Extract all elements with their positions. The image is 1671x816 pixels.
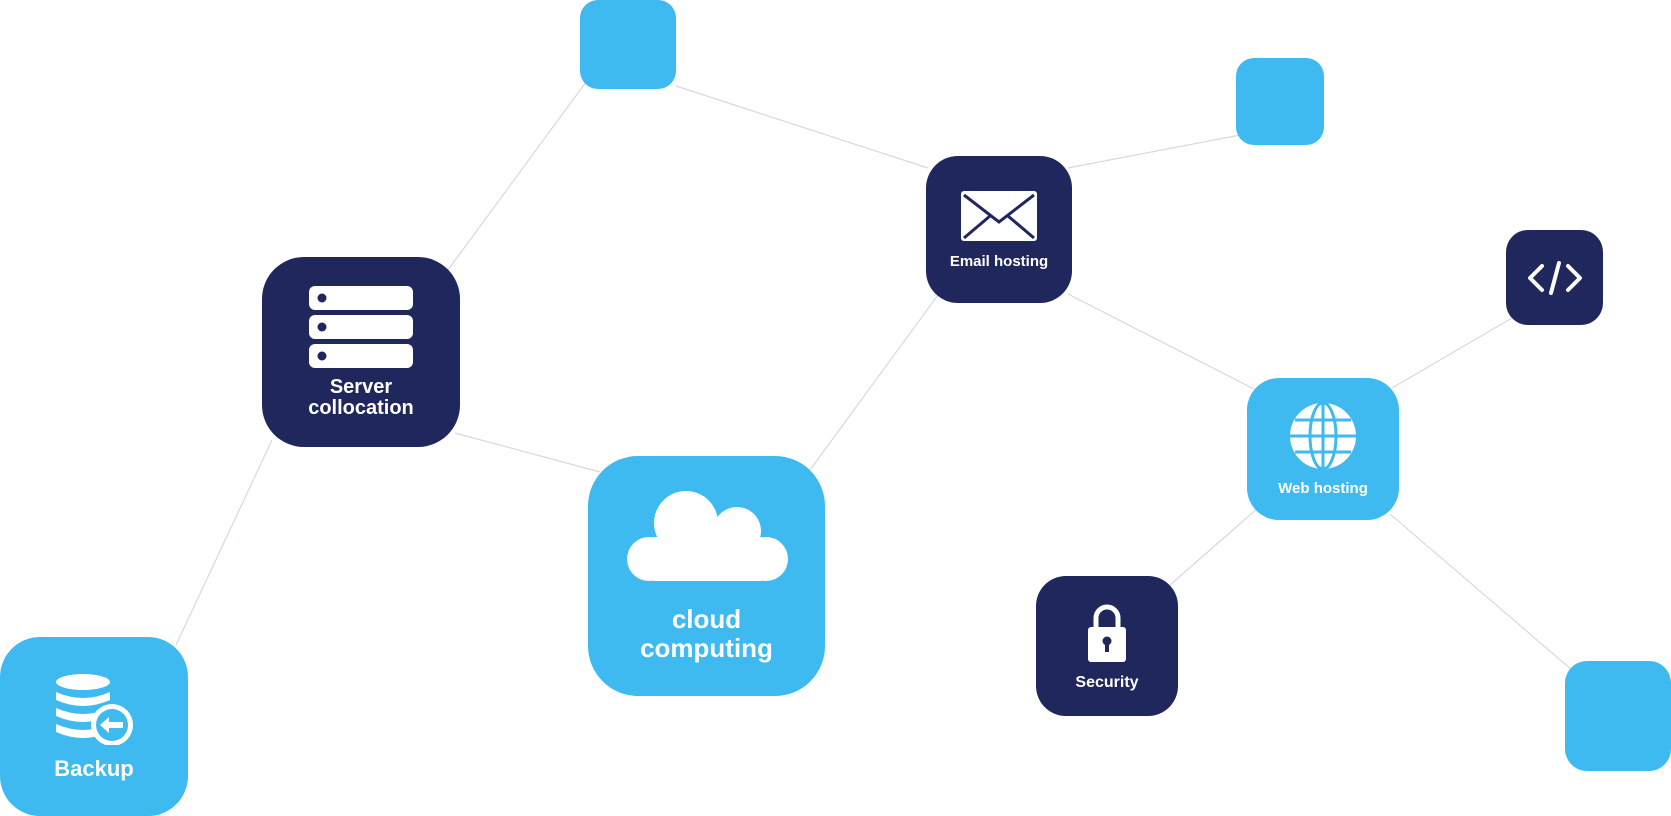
blank-node-top-right xyxy=(1236,58,1324,145)
security-node: Security xyxy=(1036,576,1178,716)
link-server-top xyxy=(447,81,587,271)
padlock-icon xyxy=(1088,604,1126,662)
backup-label: Backup xyxy=(54,755,134,781)
blank-node-top xyxy=(580,0,676,89)
link-web-security xyxy=(1169,507,1259,586)
link-top-email xyxy=(675,85,929,169)
database-restore-icon xyxy=(56,673,133,745)
web-label: Web hosting xyxy=(1278,480,1368,498)
web-hosting-node: Web hosting xyxy=(1247,378,1399,520)
server-rack-icon xyxy=(309,286,413,368)
code-node xyxy=(1506,230,1603,325)
cloud-label: cloud computing xyxy=(640,604,773,663)
envelope-icon xyxy=(961,190,1037,241)
link-email-blank xyxy=(1067,134,1241,169)
globe-icon xyxy=(1290,401,1356,471)
link-server-backup xyxy=(175,439,273,646)
server-collocation-node: Server collocation xyxy=(262,257,460,447)
link-email-web xyxy=(1067,293,1257,391)
server-label: Server collocation xyxy=(308,376,414,419)
link-web-code xyxy=(1391,317,1513,389)
code-icon xyxy=(1527,260,1582,295)
security-label: Security xyxy=(1075,673,1139,691)
backup-node: Backup xyxy=(0,637,188,816)
link-web-blank xyxy=(1389,513,1573,671)
blank-node-bottom-right xyxy=(1565,661,1671,771)
cloud-computing-node: cloud computing xyxy=(588,456,825,696)
email-label: Email hosting xyxy=(949,252,1049,270)
cloud-icon xyxy=(626,491,788,582)
email-hosting-node: Email hosting xyxy=(926,156,1072,303)
link-cloud-email xyxy=(809,294,939,471)
link-server-cloud xyxy=(454,432,601,473)
